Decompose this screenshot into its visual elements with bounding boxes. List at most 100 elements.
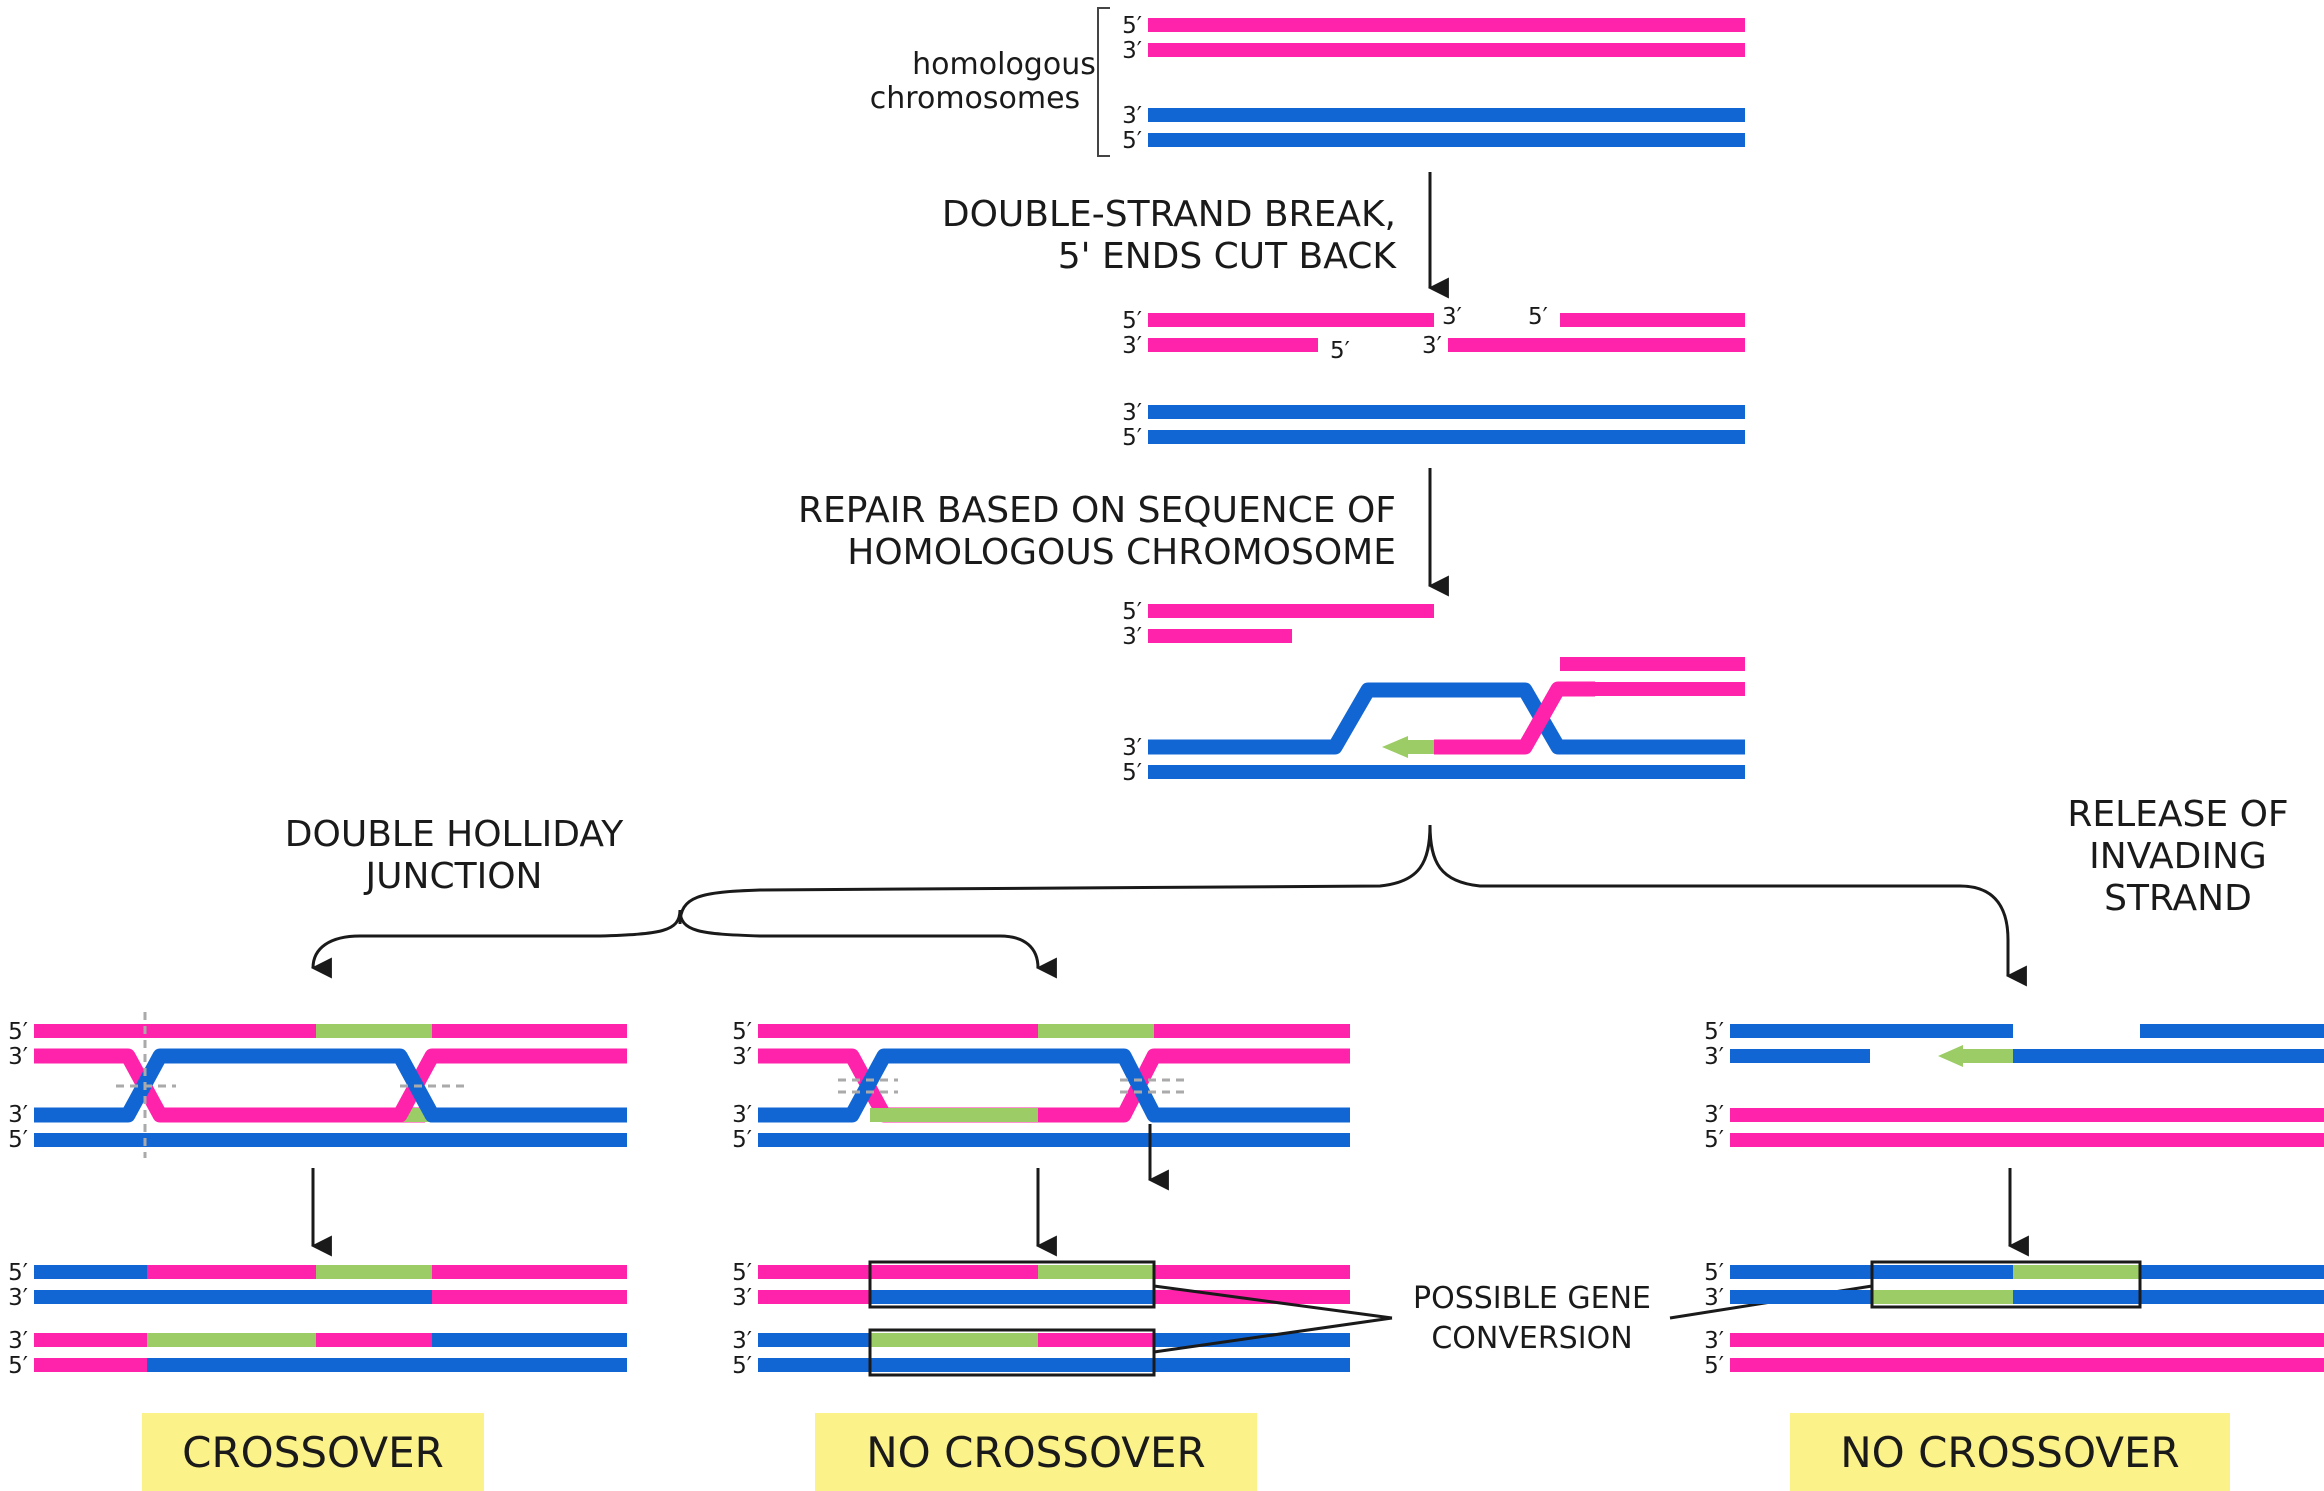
blue-strand [1148, 765, 1745, 779]
green-segment [316, 1024, 432, 1038]
end-label: 3′ [8, 1285, 28, 1311]
pink-fragment [1148, 338, 1318, 352]
double-holliday-label-line2: JUNCTION [364, 856, 543, 897]
blue-strand-cross [1117, 1052, 1350, 1123]
end-label: 5′ [8, 1019, 28, 1045]
strand-invasion: 5′ 3′ 3′ 5′ [1122, 599, 1745, 786]
end-label: 5′ [1528, 304, 1548, 330]
pink-fragment [1148, 313, 1434, 327]
step1-label-line2: 5' ENDS CUT BACK [1058, 236, 1398, 277]
end-label: 5′ [1122, 760, 1142, 786]
pink-strand [316, 1333, 432, 1347]
pink-strand [1730, 1133, 2324, 1147]
step2-label-line1: REPAIR BASED ON SEQUENCE OF [798, 490, 1396, 531]
blue-strand [1730, 1049, 1870, 1063]
blue-strand [1154, 1333, 1350, 1347]
pink-fragment [1560, 313, 1745, 327]
end-label: 3′ [732, 1328, 752, 1354]
released-strand: 5′ 3′ 3′ 5′ [1704, 1019, 2324, 1153]
no-crossover-product-right: 5′ 3′ 3′ 5′ [1704, 1260, 2324, 1379]
step2-label-line2: HOMOLOGOUS CHROMOSOME [847, 532, 1396, 573]
pink-strand [1730, 1358, 2324, 1372]
green-segment [2013, 1265, 2140, 1279]
step1-label-line1: DOUBLE-STRAND BREAK, [942, 194, 1396, 235]
end-label: 3′ [1704, 1102, 1724, 1128]
blue-strand [2140, 1265, 2324, 1279]
blue-strand [2013, 1049, 2324, 1063]
end-label: 5′ [732, 1127, 752, 1153]
blue-strand [2013, 1290, 2324, 1304]
end-label: 3′ [1122, 624, 1142, 650]
bracket [1097, 7, 1110, 157]
blue-strand [1730, 1024, 2013, 1038]
blue-strand [1730, 1290, 1872, 1304]
result-badge-middle [815, 1413, 1257, 1491]
green-segment [1038, 1265, 1154, 1279]
blue-strand [758, 1333, 870, 1347]
blue-strand [34, 1290, 432, 1304]
end-label: 3′ [8, 1328, 28, 1354]
end-label: 5′ [1122, 599, 1142, 625]
blue-strand [34, 1133, 627, 1147]
end-label: 5′ [1704, 1127, 1724, 1153]
end-label: 3′ [1122, 735, 1142, 761]
blue-strand [870, 1290, 1154, 1304]
end-label: 5′ [8, 1353, 28, 1379]
curly-brace-icon [678, 824, 2010, 941]
gene-conversion-box [1870, 1260, 2142, 1309]
pink-strand [432, 1024, 627, 1038]
result-label-right: NO CROSSOVER [1840, 1428, 2180, 1477]
end-label: 3′ [732, 1285, 752, 1311]
pink-fragment [1148, 629, 1292, 643]
end-label: 5′ [1122, 128, 1142, 154]
blue-strand [2140, 1024, 2324, 1038]
green-segment [870, 1333, 1038, 1347]
pink-strand-top [1148, 18, 1745, 32]
end-label: 3′ [1704, 1044, 1724, 1070]
end-label: 5′ [1122, 13, 1142, 39]
end-label: 5′ [1704, 1260, 1724, 1286]
blue-strand-cross [758, 1048, 1350, 1123]
green-segment [1872, 1290, 2013, 1304]
release-label-line2: INVADING [2089, 836, 2267, 877]
end-label: 3′ [1122, 103, 1142, 129]
green-segment [1963, 1049, 2013, 1063]
homologous-label-line1: homologous [912, 47, 1096, 82]
end-label: 3′ [1122, 333, 1142, 359]
blue-strand-bottom [1148, 133, 1745, 147]
end-label: 5′ [8, 1127, 28, 1153]
pink-strand [1154, 1265, 1350, 1279]
end-label: 5′ [1330, 338, 1350, 364]
pink-strand [1154, 1290, 1350, 1304]
gene-conversion-box [868, 1328, 1156, 1377]
pink-strand [432, 1290, 627, 1304]
end-label: 5′ [1122, 308, 1142, 334]
pink-strand [34, 1024, 316, 1038]
end-label: 5′ [732, 1260, 752, 1286]
blue-strand [1148, 405, 1745, 419]
homologous-chromosomes: 5′ 3′ 3′ 5′ homologous chromosomes [870, 7, 1745, 157]
green-segment [147, 1333, 316, 1347]
end-label: 3′ [1122, 38, 1142, 64]
end-label: 5′ [8, 1260, 28, 1286]
blue-strand [432, 1333, 627, 1347]
pink-strand [34, 1333, 147, 1347]
green-segment [1038, 1024, 1154, 1038]
pink-strand-bottom [1148, 43, 1745, 57]
blue-displaced-loop [1148, 682, 1745, 755]
holliday-junction-middle: 5′ 3′ 3′ 5′ [732, 1019, 1350, 1153]
gene-conversion-label-line1: POSSIBLE GENE [1413, 1281, 1651, 1316]
pink-strand [34, 1358, 147, 1372]
callout-line [1153, 1284, 1393, 1320]
pink-strand-cross [316, 1048, 627, 1123]
end-label: 3′ [8, 1102, 28, 1128]
pink-strand-cross [1038, 1048, 1350, 1123]
end-label: 3′ [1442, 304, 1462, 330]
green-segment [870, 1108, 1038, 1122]
blue-strand [758, 1133, 1350, 1147]
gene-conversion-box [868, 1260, 1156, 1309]
blue-strand [34, 1265, 147, 1279]
arrow-down-icon [678, 909, 1057, 979]
double-holliday-label-line1: DOUBLE HOLLIDAY [285, 814, 624, 855]
